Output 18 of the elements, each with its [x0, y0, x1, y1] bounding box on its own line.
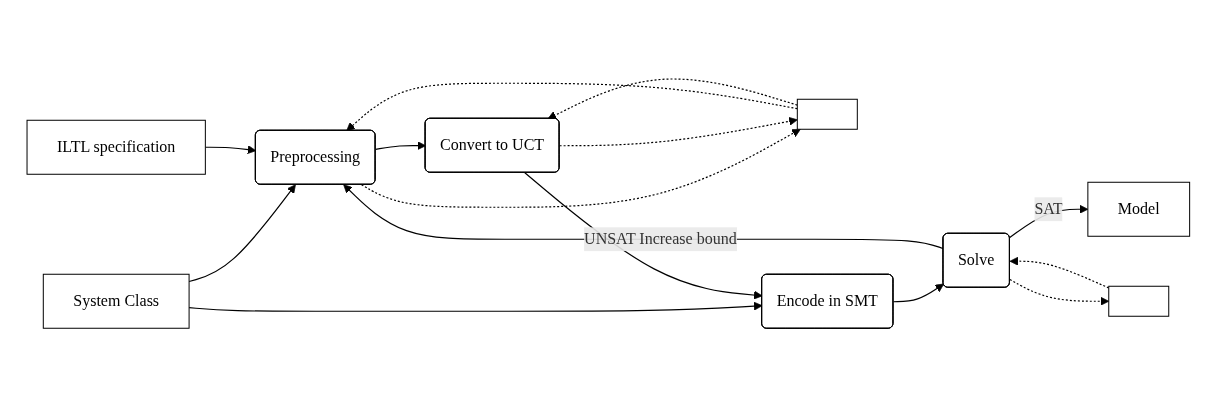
edge-label: SAT — [1034, 200, 1064, 218]
arrow — [559, 117, 798, 147]
arrow — [1009, 279, 1110, 307]
node-box: ILTL specification — [26, 120, 206, 176]
arrow — [361, 129, 801, 209]
arrow — [375, 141, 427, 151]
arrow — [188, 184, 296, 283]
node-box: System Class — [42, 274, 190, 330]
node-box — [1108, 286, 1170, 318]
arrow — [204, 145, 257, 155]
arrow — [893, 284, 945, 303]
node-box: Model — [1087, 182, 1191, 238]
edge-label: UNSAT Increase bound — [584, 230, 737, 248]
arrow — [547, 78, 799, 120]
arrow — [188, 302, 763, 313]
node-box — [796, 99, 858, 131]
arrow — [346, 83, 799, 132]
arrow — [1009, 257, 1110, 289]
